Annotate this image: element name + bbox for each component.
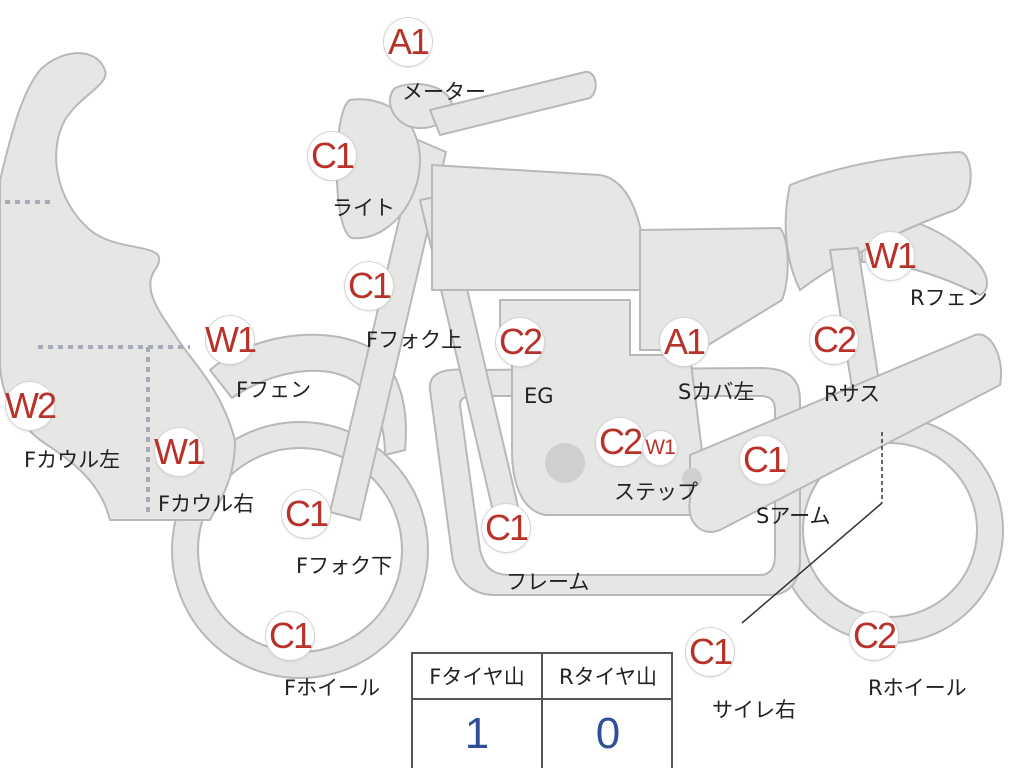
part-label-rear-wheel: Rホイール [868, 676, 967, 700]
grade-badge-rear-shock: C2 [810, 316, 858, 364]
grade-badge-cowl-left: W2 [5, 382, 57, 430]
tire-tread-table: Fタイヤ山 Rタイヤ山 1 0 [411, 652, 673, 768]
part-label-fork-lower: Fフォク下 [296, 554, 393, 578]
muffler [688, 333, 1003, 533]
grade-badge-swingarm: C1 [740, 436, 788, 484]
grade-badge-cowl-right: W1 [154, 428, 206, 476]
grade-badge-silencer-right: C1 [686, 628, 734, 676]
part-label-side-cover-left: Sカバ左 [678, 380, 755, 404]
grade-badge-frame: C1 [482, 504, 530, 552]
part-label-step: ステップ [614, 480, 698, 504]
part-label-rear-shock: Rサス [824, 382, 881, 406]
grade-badge-rear-wheel: C2 [850, 612, 898, 660]
part-label-front-fender: Fフェン [236, 378, 312, 402]
fuel-tank [431, 164, 649, 291]
grade-badge-fork-upper: C1 [345, 262, 393, 310]
part-label-swingarm: Sアーム [756, 504, 831, 528]
grade-badge-front-fender: W1 [205, 316, 257, 364]
front-tire-header: Fタイヤ山 [413, 654, 543, 700]
grade-badge-meter: A1 [384, 18, 432, 66]
grade-badge-step-c2: C2 [596, 418, 644, 466]
grade-badge-rear-fender: W1 [865, 232, 917, 280]
grade-badge-light: C1 [308, 132, 356, 180]
part-label-cowl-left: Fカウル左 [24, 448, 121, 472]
part-label-frame: フレーム [506, 570, 590, 594]
part-label-cowl-right: Fカウル右 [158, 492, 255, 516]
part-label-light: ライト [332, 196, 395, 220]
handlebar [429, 70, 597, 136]
part-label-meter: メーター [402, 80, 486, 104]
front-tire-value: 1 [413, 700, 543, 768]
part-label-fork-upper: Fフォク上 [366, 328, 463, 352]
part-label-rear-fender: Rフェン [910, 286, 988, 310]
front-fork [329, 139, 447, 521]
front-fender [209, 333, 407, 456]
grade-badge-front-wheel: C1 [266, 612, 314, 660]
part-label-silencer-right: サイレ右 [712, 698, 796, 722]
part-label-engine: EG [524, 384, 554, 408]
grade-badge-side-cover-left: A1 [660, 318, 708, 366]
grade-badge-step-w1: W1 [643, 431, 677, 465]
grade-badge-fork-lower: C1 [282, 490, 330, 538]
rear-tire-header: Rタイヤ山 [543, 654, 673, 700]
grade-badge-engine: C2 [496, 318, 544, 366]
rear-tire-value: 0 [595, 709, 621, 758]
part-label-front-wheel: Fホイール [284, 676, 381, 700]
